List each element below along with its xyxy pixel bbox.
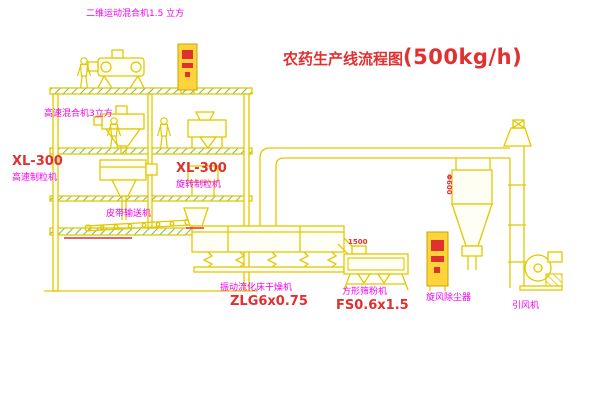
granulator-lower [99, 159, 158, 220]
worker-figure [106, 117, 122, 149]
exhaust-duct [259, 147, 510, 226]
control-cabinet-top [177, 43, 198, 94]
worker-figure [76, 57, 92, 89]
high-speed-mixer [93, 105, 145, 154]
building-frame [44, 87, 258, 292]
two-dimensional-mixer [87, 49, 145, 89]
cyclone-separator [451, 169, 493, 270]
worker-figure [156, 117, 172, 149]
exhaust-stack [503, 119, 532, 288]
belt-conveyor [64, 218, 192, 239]
square-sifter [337, 237, 409, 291]
control-cabinet-bottom [426, 231, 449, 291]
induced-draft-fan [519, 251, 563, 291]
machine-mid-lower [187, 165, 219, 196]
fluid-bed-dryer [183, 207, 345, 273]
rotary-granulator-upper [187, 111, 227, 150]
